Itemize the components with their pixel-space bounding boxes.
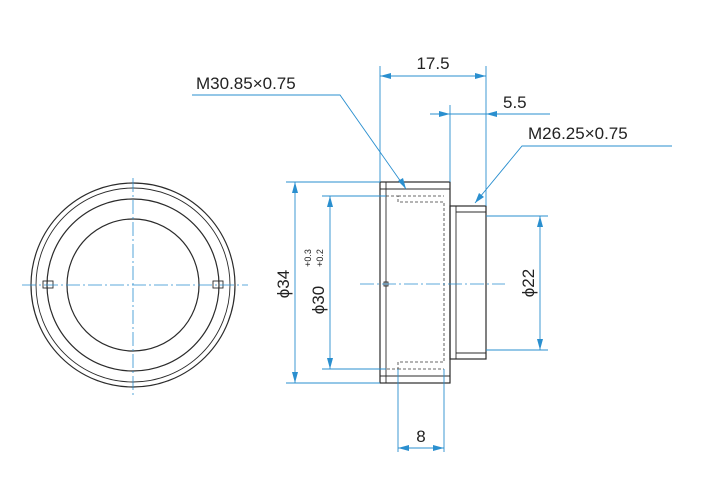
- arrow-17-5-right: [475, 73, 486, 79]
- arrow-8-right: [433, 445, 444, 451]
- front-right-notch: [212, 280, 224, 289]
- side-hidden-bore: [386, 195, 445, 370]
- arrow-22-top: [537, 216, 543, 227]
- side-view: [360, 181, 505, 384]
- label-tolerance-upper: +0.3: [303, 249, 313, 267]
- label-phi-34: ϕ34: [274, 270, 293, 298]
- label-thread-large: M30.85×0.75: [196, 74, 296, 93]
- arrow-thread-large: [398, 178, 406, 189]
- arrow-thread-small: [475, 193, 484, 203]
- label-phi-30: ϕ30: [309, 286, 328, 314]
- leader-thread-large: [192, 94, 407, 190]
- label-thread-small: M26.25×0.75: [528, 124, 628, 143]
- arrow-5-5-right: [486, 111, 497, 117]
- side-front-body: [379, 181, 451, 384]
- arrow-30-top: [327, 196, 333, 207]
- label-tolerance-lower: +0.2: [315, 249, 325, 267]
- arrow-5-5-left: [439, 111, 450, 117]
- label-phi-22: ϕ22: [519, 269, 538, 297]
- arrow-22-bottom: [537, 339, 543, 350]
- dimensions: 17.5 5.5 M30.85×0.75 M26.25×0.75 ϕ34 ϕ30…: [192, 54, 672, 452]
- arrow-8-left: [398, 445, 409, 451]
- label-17-5: 17.5: [416, 54, 449, 73]
- label-8: 8: [416, 427, 425, 446]
- arrow-17-5-left: [380, 73, 391, 79]
- arrow-30-bottom: [327, 358, 333, 369]
- front-view: [22, 178, 248, 398]
- leader-thread-small: [474, 145, 672, 204]
- front-left-notch: [42, 280, 54, 289]
- arrow-34-top: [292, 182, 298, 193]
- side-rear-thread: [449, 205, 487, 360]
- label-5-5: 5.5: [503, 93, 527, 112]
- arrow-34-bottom: [292, 372, 298, 383]
